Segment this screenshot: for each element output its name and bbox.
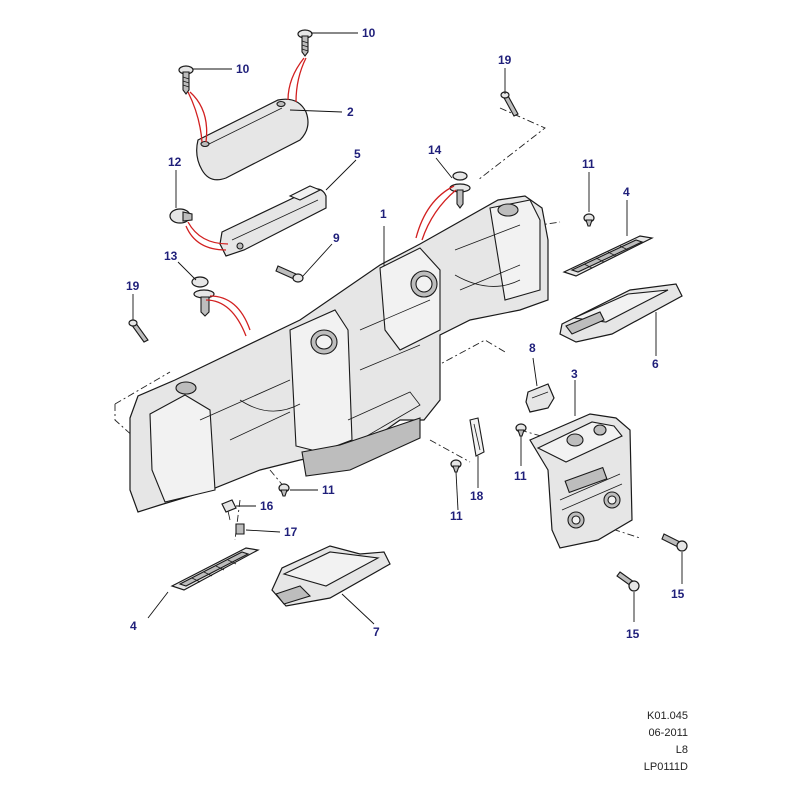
part-8-bracket xyxy=(525,383,555,413)
part-9-screw xyxy=(275,265,304,283)
part-11-clip-upper xyxy=(583,213,595,227)
part-14-fastener xyxy=(449,171,471,209)
callout-9: 9 xyxy=(333,231,340,245)
part-11-clip-mid xyxy=(515,423,527,437)
part-19-bolt-left xyxy=(128,319,149,343)
callout-15-right: 15 xyxy=(671,587,685,601)
part-17-clip xyxy=(235,523,245,535)
part-10-screw-upper xyxy=(297,29,313,57)
callout-11-mid: 11 xyxy=(514,469,527,483)
part-2-top-cover xyxy=(196,98,309,181)
part-15-screw-right xyxy=(661,533,688,552)
callout-11-left: 11 xyxy=(322,483,335,497)
part-5-bracket xyxy=(219,185,327,257)
reference-code: K01.045 xyxy=(647,710,688,722)
callout-15-low: 15 xyxy=(626,627,640,641)
part-1-fascia-assembly xyxy=(129,195,549,513)
reference-part-number: LP0111D xyxy=(643,761,688,773)
part-19-bolt-right xyxy=(500,91,519,117)
part-4-vent-left xyxy=(170,547,260,591)
callout-1: 1 xyxy=(380,207,387,221)
callout-10-upper: 10 xyxy=(362,26,376,40)
part-15-screw-low xyxy=(616,571,640,592)
callout-18: 18 xyxy=(470,489,484,503)
callout-10-lower: 10 xyxy=(236,62,250,76)
callout-11-low: 11 xyxy=(450,509,463,523)
callout-14: 14 xyxy=(428,143,442,157)
callout-12: 12 xyxy=(168,155,182,169)
callout-5: 5 xyxy=(354,147,361,161)
part-7-lower-tray xyxy=(271,545,391,607)
red-attachment-lines xyxy=(185,57,457,337)
callout-4-right: 4 xyxy=(623,185,630,199)
callout-17: 17 xyxy=(284,525,298,539)
part-10-screw-lower xyxy=(178,65,194,95)
callout-numbers: 10 10 2 19 12 5 14 11 4 1 9 13 19 6 8 3 … xyxy=(126,26,685,641)
part-11-clip-left xyxy=(278,483,290,497)
callout-3: 3 xyxy=(571,367,578,381)
reference-date: 06-2011 xyxy=(648,727,688,739)
part-3-center-console xyxy=(529,413,633,549)
callout-19-right: 19 xyxy=(498,53,512,67)
callout-4-left: 4 xyxy=(130,619,137,633)
part-4-vent-right xyxy=(562,235,654,277)
callout-8: 8 xyxy=(529,341,536,355)
callout-13: 13 xyxy=(164,249,178,263)
part-6-tray xyxy=(559,283,683,343)
callout-7: 7 xyxy=(373,625,380,639)
callout-11-upper: 11 xyxy=(582,157,595,171)
callout-19-left: 19 xyxy=(126,279,140,293)
part-18-strip xyxy=(469,417,485,457)
callout-2: 2 xyxy=(347,105,354,119)
callout-16: 16 xyxy=(260,499,274,513)
part-11-clip-low xyxy=(450,459,462,473)
reference-level: L8 xyxy=(675,744,688,756)
part-16-fitting xyxy=(221,499,237,521)
part-13-fastener xyxy=(191,276,215,317)
callout-6: 6 xyxy=(652,357,659,371)
leader-lines xyxy=(132,32,683,625)
part-12-clip xyxy=(169,208,193,224)
